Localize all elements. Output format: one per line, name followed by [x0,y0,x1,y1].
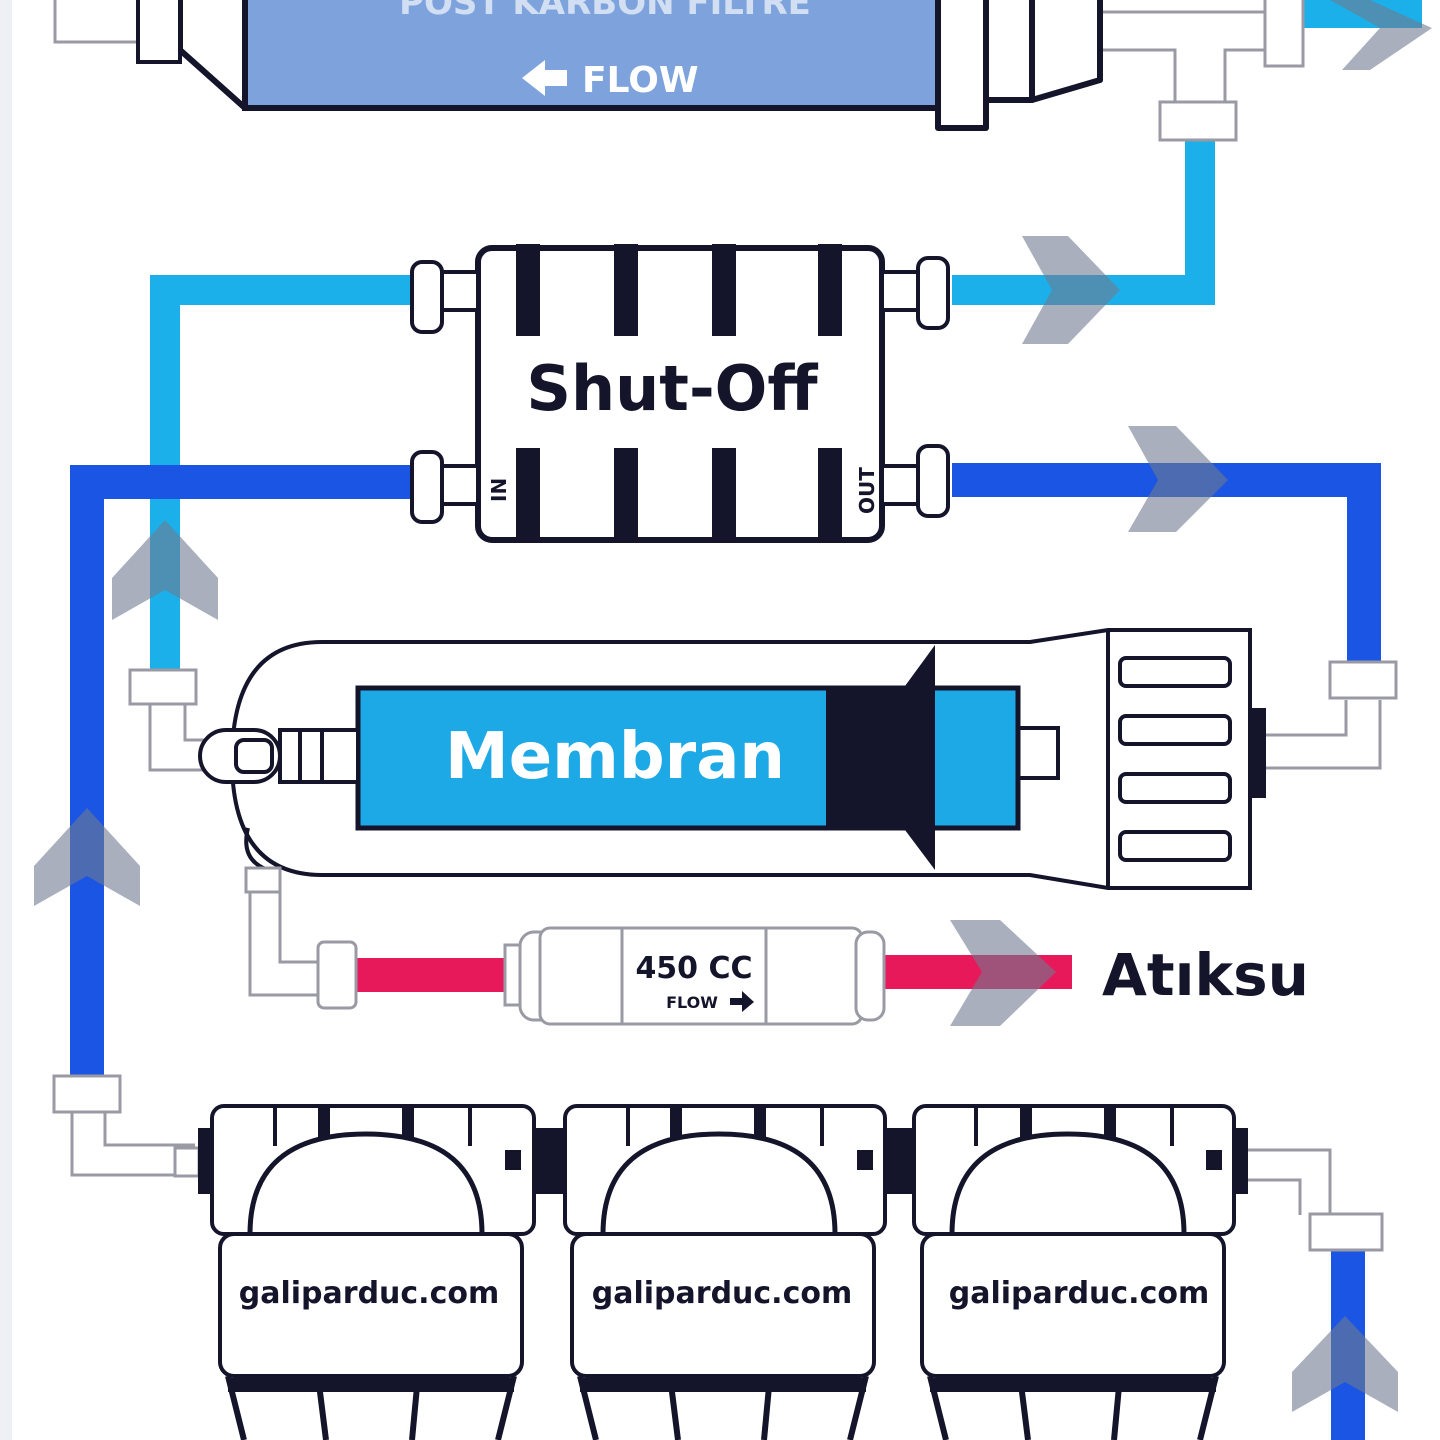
fitting-membrane-right [1328,660,1398,700]
housing-label: galiparduc.com [949,1276,1209,1311]
elbow-membrane-right-inner [1262,700,1348,737]
shutoff-port [438,270,480,312]
tee-post-filter-right [1223,48,1265,105]
shutoff-port [438,464,480,506]
membrane-cap-grip [1118,656,1232,688]
prefilter-housings: galiparduc.com galiparduc.com galiparduc [52,1074,1384,1440]
arrow-icon-prefilter-up [34,808,140,906]
restrictor-end [854,930,886,1022]
elbow-prefilter [70,1110,195,1177]
arrow-icon-inlet-up [1292,1316,1398,1412]
arrow-icon-outlet [1330,0,1432,70]
pipe-shutoff-to-post-filter [952,140,1215,305]
shutoff-rib [516,244,540,336]
post-filter-label: POST KARBON FILTRE [399,0,811,23]
shutoff-in-label: IN [487,478,511,502]
post-filter-left-cap [177,0,248,111]
shutoff-label: Shut-Off [526,352,818,425]
membrane-housing: Membran [128,628,1398,894]
tee-fitting [1158,100,1238,142]
nipple-prefilter-left [173,1146,201,1178]
shutoff-port-nut [410,450,444,524]
housing-3: galiparduc.com [912,1104,1236,1440]
membrane-connector-ridge [320,730,324,782]
fitting-membrane-left [128,668,198,706]
shutoff-port [880,464,922,506]
membrane-seal [826,645,935,870]
post-carbon-filter: POST KARBON FILTRE FLOW [136,0,1432,142]
flow-arrow-icon [522,60,567,96]
elbow-post-filter-left [53,0,140,44]
post-filter-body [242,0,943,111]
shutoff-port-nut [916,256,950,330]
elbow-prefilter-inner [103,1110,195,1147]
shutoff-rib [516,448,540,542]
post-filter-flow-label: FLOW [582,60,699,101]
fitting-membrane-waste [244,866,282,894]
post-filter-right-ring-1 [935,0,989,131]
waste-label: Atıksu [1102,941,1309,1009]
housing-joint [882,1128,916,1194]
membrane-left-connector [278,728,360,784]
elbow-membrane-right [1262,700,1382,770]
arrow-icon-membrane-up [112,520,218,620]
housing-joint [532,1128,566,1194]
shutoff-rib [614,244,638,336]
membrane-cap-grip [1118,772,1232,804]
shutoff-out-label: OUT [855,467,879,514]
elbow-waste-inner [278,880,330,964]
elbow-inlet [1245,1178,1302,1215]
shutoff-rib [614,448,638,542]
shutoff-rib [818,448,842,542]
shutoff-rib [712,244,736,336]
fitting-prefilter-left [52,1074,122,1114]
housing-label: galiparduc.com [592,1276,852,1311]
housing-2: galiparduc.com [563,1104,887,1440]
housing-label: galiparduc.com [239,1276,499,1311]
shutoff-rib [712,448,736,542]
page-edge [0,0,12,1440]
elbow-waste [248,880,330,997]
tee-post-filter-left [1100,48,1177,105]
post-filter-left-nipple [136,0,182,64]
shutoff-port-nut [410,260,444,334]
shutoff-body [475,245,885,543]
pipe-prefilter-to-shutoff [70,465,418,1080]
fitting-inlet [1308,1212,1384,1252]
arrow-icon-shutoff-out-lower [1128,426,1228,532]
membrane-connector-ridge [298,730,302,782]
membrane-label: Membran [445,720,785,794]
outlet-fitting [1263,0,1305,68]
shutoff-valve: Shut-Off IN OUT [410,244,950,543]
membrane-cap-port [1250,708,1266,798]
flow-restrictor: 450 CC FLOW [316,926,886,1026]
restrictor-label: 450 CC [635,951,752,986]
restrictor-in-fitting [316,940,358,1010]
membrane-cap-grip [1118,830,1232,862]
restrictor-flow-label: FLOW [666,993,718,1012]
membrane-end-plug [1016,726,1060,780]
elbow-inlet-inner [1245,1148,1332,1215]
post-filter-right-ring-2 [983,0,1035,103]
membrane-cap-grip [1118,714,1232,746]
shutoff-rib [818,244,842,336]
arrow-icon-restrictor [730,991,754,1012]
post-filter-right-cap [1029,0,1103,103]
membrane-left-inner [234,738,274,774]
shutoff-port-nut [916,444,950,518]
pipe-shutoff-to-membrane [952,463,1381,665]
housing-1: galiparduc.com [210,1104,536,1440]
arrow-icon-shutoff-out-upper [1022,236,1120,344]
shutoff-port [880,270,922,312]
arrow-icon-waste [950,920,1056,1026]
